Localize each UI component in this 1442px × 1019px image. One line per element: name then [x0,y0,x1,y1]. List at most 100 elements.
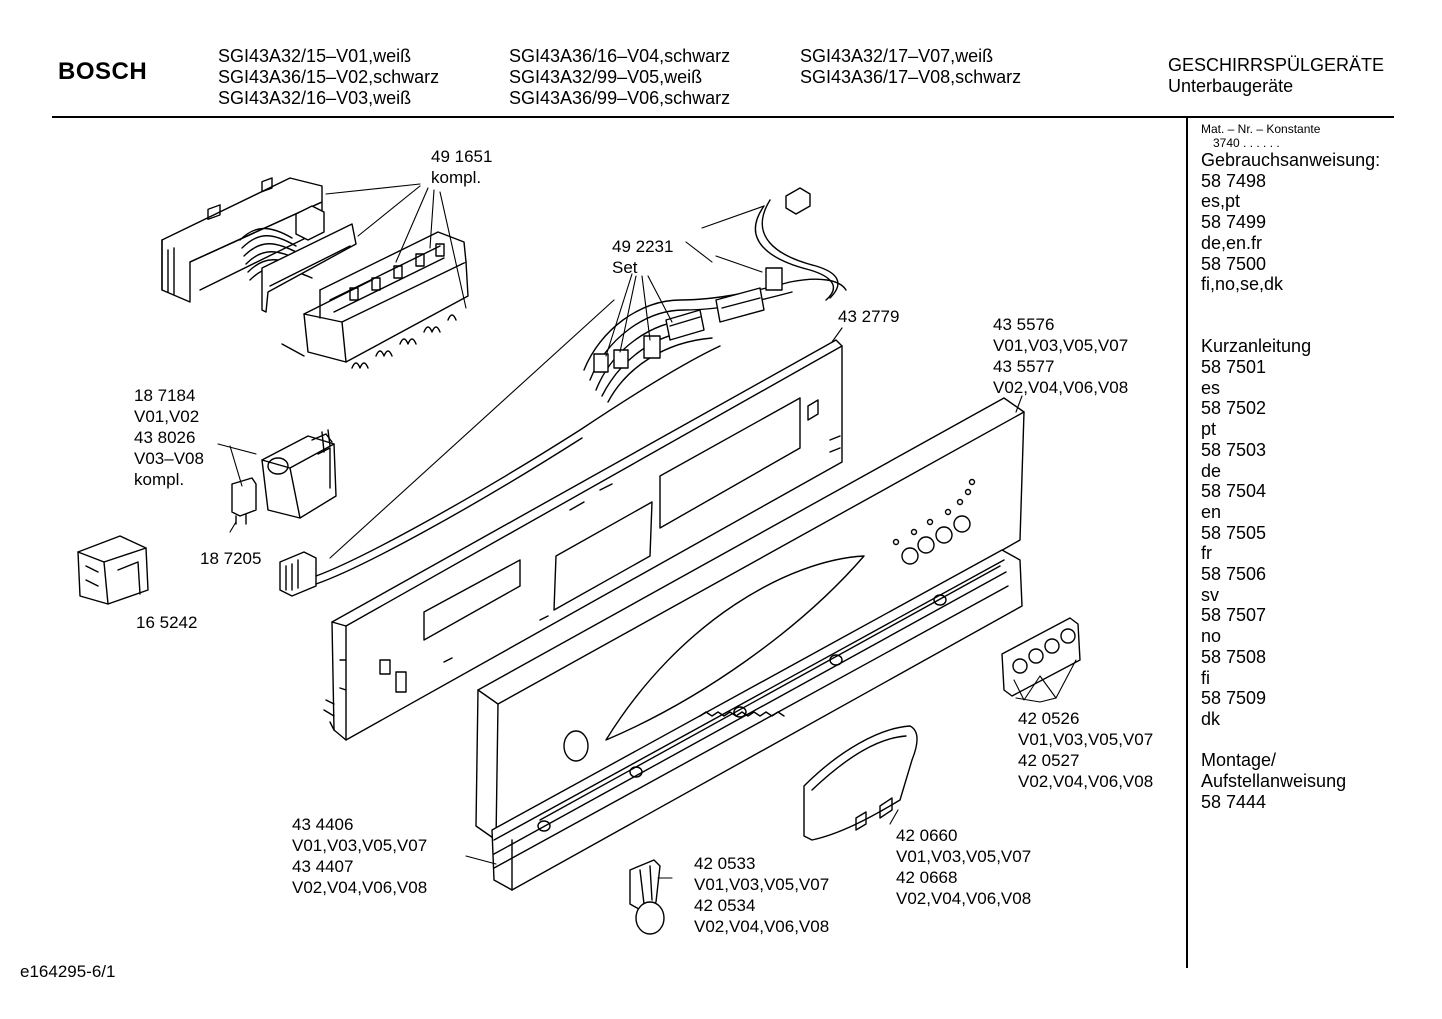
part-number: 42 0526 [1018,709,1080,728]
part-label-165242: 16 5242 [136,612,197,633]
doc-item: 58 7499 [1201,212,1267,233]
model-entry: SGI43A32/99–V05,weiß [509,67,703,87]
switch-block [77,535,149,605]
part-variants: V01,V03,V05,V07 [694,875,830,894]
doc-item: 58 7501 [1201,357,1267,377]
doc-item: no [1201,626,1222,647]
mat-heading: Mat. – Nr. – Konstante [1201,122,1321,136]
part-number: 49 2231 [612,237,674,256]
door-catch [629,859,665,935]
part-variants: V02,V04,V06,V08 [993,378,1129,397]
doc-item: de [1201,460,1222,481]
documentation-sidebar: Mat. – Nr. – Konstante 3740 . . . . . . … [1201,122,1380,812]
section-title: Aufstellanweisung [1201,771,1347,792]
part-number: 43 8026 [134,428,196,447]
sidebar-divider [1186,116,1188,968]
doc-item: fi [1201,667,1210,688]
button-strip [491,549,1023,891]
part-label-420526: 42 0526 V01,V03,V05,V07 42 0527 V02,V04,… [1018,708,1153,792]
doc-item: sv [1201,584,1219,605]
doc-item: 58 7503 [1201,439,1267,460]
part-variants: V01,V02 [134,407,200,426]
part-number: 18 7184 [134,386,196,405]
part-number: 43 4406 [292,815,354,834]
model-entry: SGI43A32/15–V01,weiß [218,46,412,66]
part-number: 49 1651 [431,147,493,166]
model-list-col3: SGI43A32/17–V07,weiß SGI43A36/17–V08,sch… [800,46,1021,88]
part-variants: V02,V04,V06,V08 [1018,772,1154,791]
doc-item: de,en.fr [1201,232,1263,253]
part-variants: V01,V03,V05,V07 [993,336,1129,355]
doc-item: es,pt [1201,191,1241,212]
part-variants: V01,V03,V05,V07 [1018,730,1154,749]
part-number: 42 0668 [896,868,958,887]
doc-item: fr [1201,543,1212,564]
doc-item: 58 7444 [1201,791,1267,812]
doc-item: 58 7500 [1201,253,1267,274]
model-entry: SGI43A32/16–V03,weiß [218,88,412,108]
doc-item: en [1201,501,1222,522]
doc-item: pt [1201,419,1217,440]
doc-item: 58 7509 [1201,688,1267,709]
door-handle [803,725,918,841]
model-entry: SGI43A32/17–V07,weiß [800,46,994,66]
front-fascia [475,397,1025,841]
doc-item: 58 7504 [1201,481,1267,502]
connector [279,345,721,597]
brand-logo: BOSCH [58,58,148,85]
part-number: 18 7205 [200,549,262,568]
model-entry: SGI43A36/16–V04,schwarz [509,46,731,66]
doc-item: 58 7502 [1201,398,1267,419]
part-number: 42 0533 [694,854,756,873]
model-entry: SGI43A36/99–V06,schwarz [509,88,731,108]
doc-item: 58 7507 [1201,605,1267,626]
doc-item: 58 7505 [1201,522,1267,543]
door-switch [261,429,337,519]
exploded-view-diagram [77,177,1081,935]
section-title: Montage/ [1201,750,1277,771]
model-entry: SGI43A36/15–V02,schwarz [218,67,440,87]
part-variants: V02,V04,V06,V08 [292,878,428,897]
part-label-435576: 43 5576 V01,V03,V05,V07 43 5577 V02,V04,… [993,314,1128,398]
part-label-420533: 42 0533 V01,V03,V05,V07 42 0534 V02,V04,… [694,853,829,937]
doc-item: 58 7506 [1201,564,1267,585]
part-variants: V01,V03,V05,V07 [896,847,1032,866]
part-variants: V02,V04,V06,V08 [896,889,1032,908]
doc-item: 58 7508 [1201,646,1267,667]
part-label-491651: 49 1651 kompl. [431,146,492,188]
cable-harness [583,187,847,403]
control-module [161,177,469,369]
part-label-187205: 18 7205 [200,548,261,569]
category-subtitle: Unterbaugeräte [1168,76,1294,96]
model-list-col2: SGI43A36/16–V04,schwarz SGI43A32/99–V05,… [509,46,730,109]
part-label-434406: 43 4406 V01,V03,V05,V07 43 4407 V02,V04,… [292,814,427,898]
part-number: 16 5242 [136,613,198,632]
part-variants: V03–V08 [134,449,204,468]
header-divider [52,116,1394,118]
knob-set [1001,617,1081,697]
panel-frame [323,339,843,741]
part-number: 42 0534 [694,896,756,915]
relay [231,477,257,525]
part-note: Set [612,258,638,277]
category-title: GESCHIRRSPÜLGERÄTE [1168,55,1385,75]
doc-item: fi,no,se,dk [1201,274,1284,295]
model-list-col1: SGI43A32/15–V01,weiß SGI43A36/15–V02,sch… [218,46,439,109]
doc-item: dk [1201,708,1221,729]
drawing-code: e164295-6/1 [20,962,116,981]
leader-lines [217,183,1077,879]
part-number: 42 0660 [896,826,958,845]
mat-value: 3740 . . . . . . [1213,136,1280,150]
part-label-432779: 43 2779 [838,306,899,327]
doc-item: 58 7498 [1201,170,1267,191]
part-label-420660: 42 0660 V01,V03,V05,V07 42 0668 V02,V04,… [896,825,1031,909]
part-note: kompl. [134,470,185,489]
part-note: kompl. [431,168,482,187]
category: GESCHIRRSPÜLGERÄTE Unterbaugeräte [1168,55,1384,97]
part-variants: V01,V03,V05,V07 [292,836,428,855]
part-number: 43 5577 [993,357,1055,376]
part-variants: V02,V04,V06,V08 [694,917,830,936]
part-label-187184: 18 7184 V01,V02 43 8026 V03–V08 kompl. [134,385,204,490]
section-title: Kurzanleitung [1201,336,1312,357]
section-title: Gebrauchsanweisung: [1201,150,1381,170]
